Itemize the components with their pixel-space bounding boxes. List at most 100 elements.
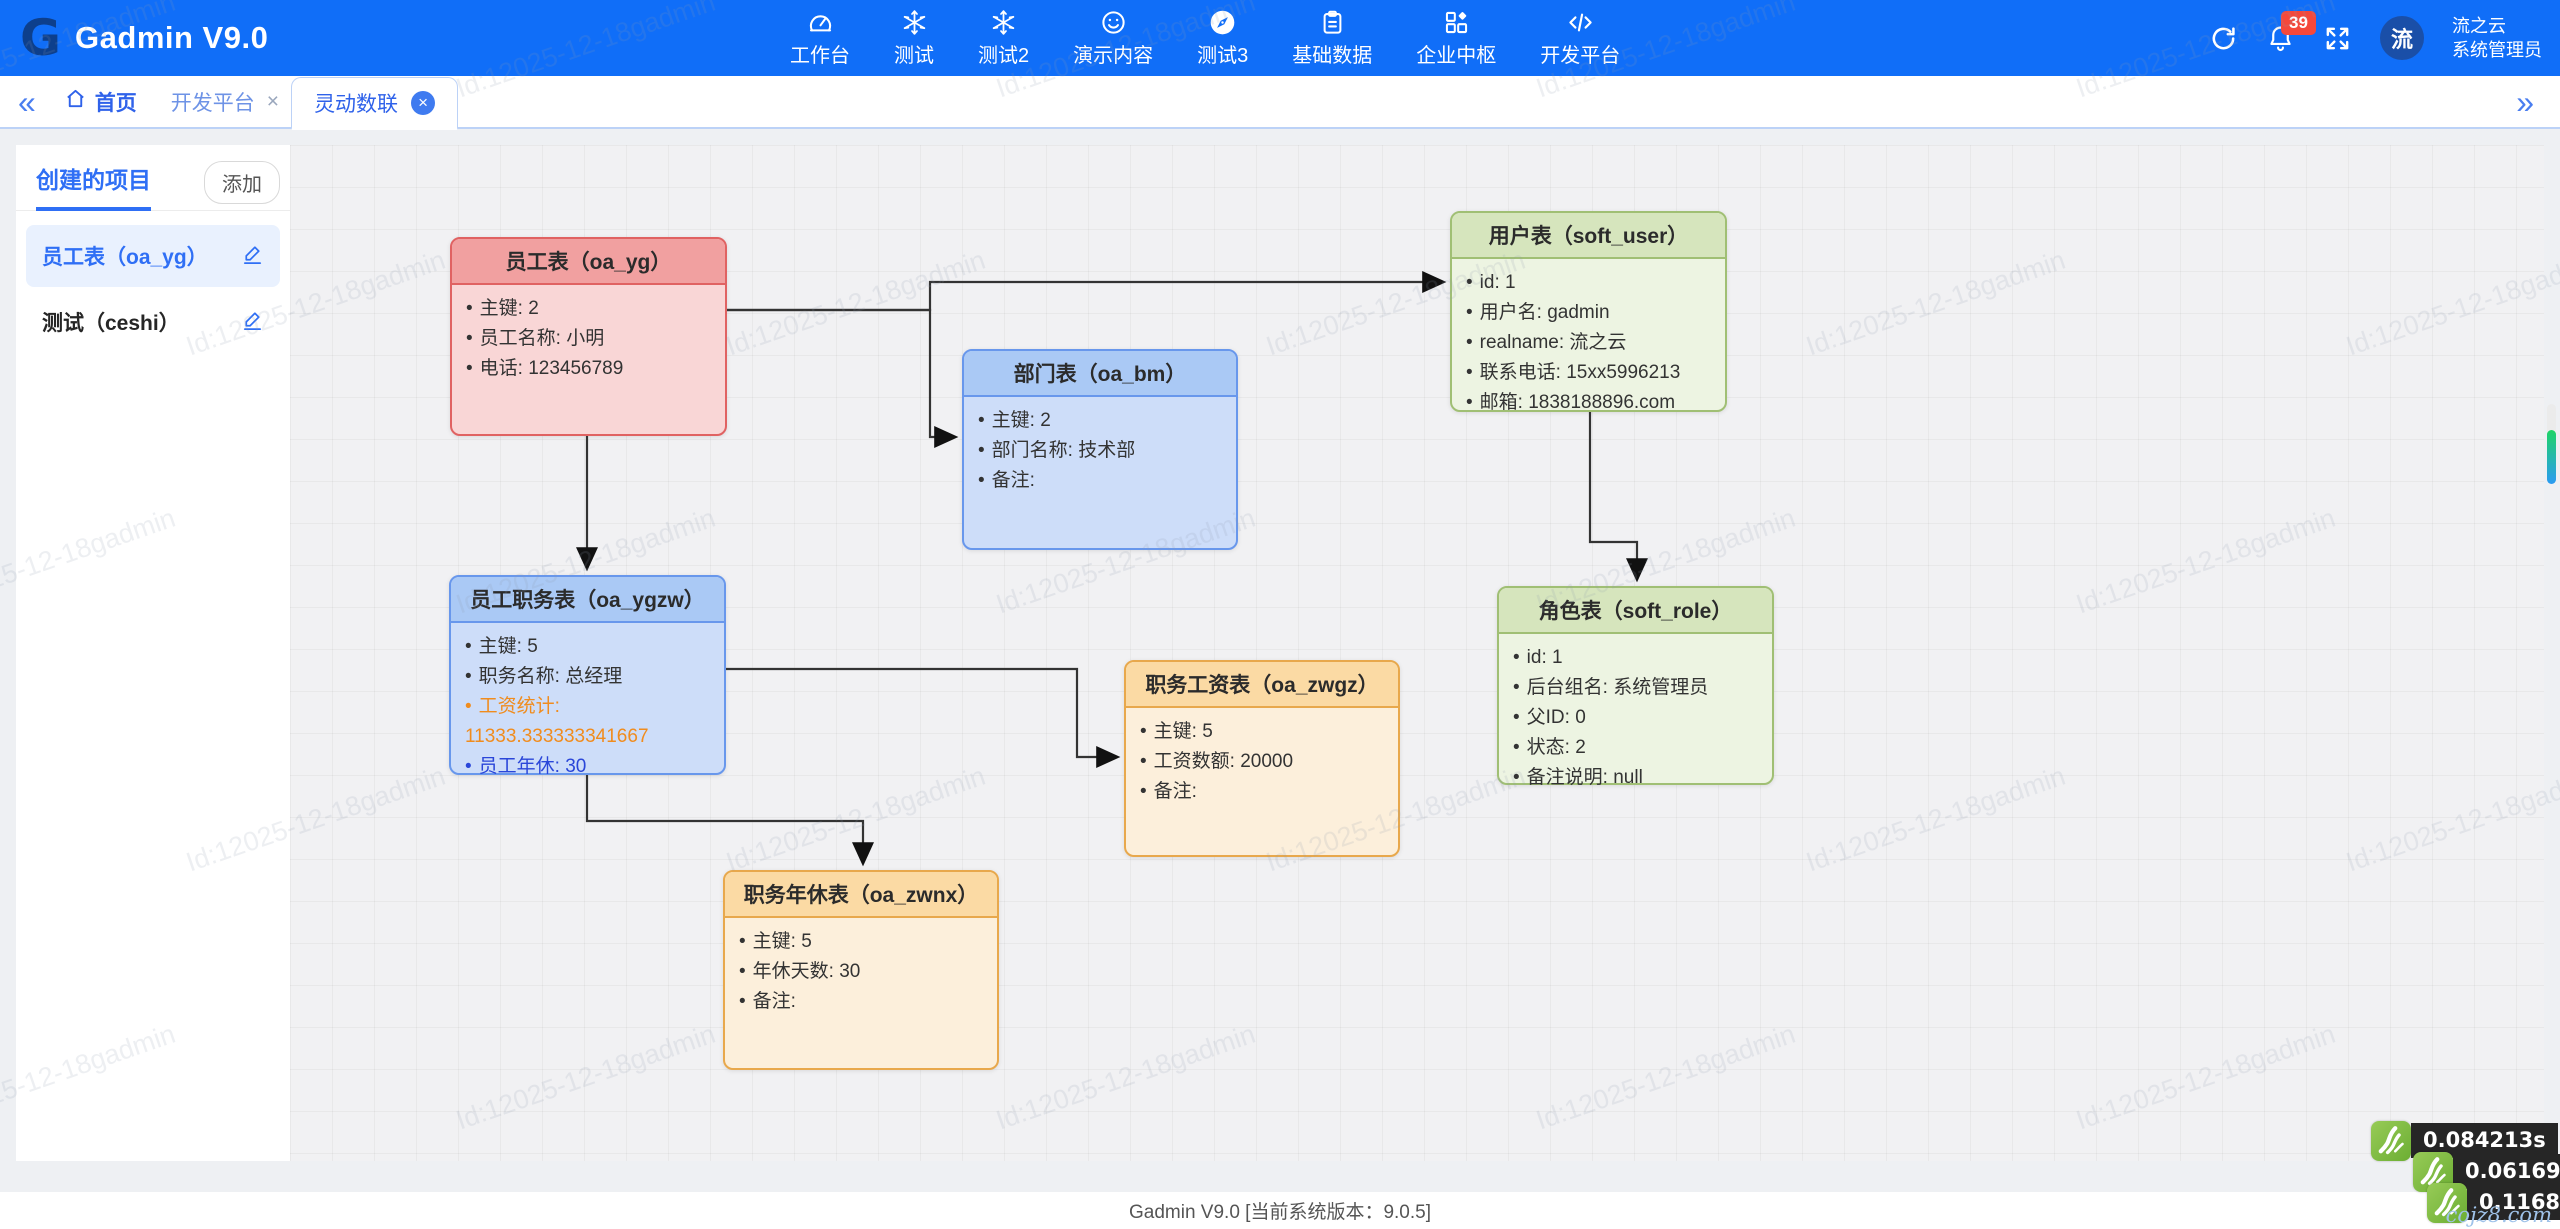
flame-icon: [2427, 1183, 2467, 1223]
entity-fields: •主键: 2•员工名称: 小明•电话: 123456789: [452, 285, 725, 393]
tab-home[interactable]: 首页: [64, 87, 137, 117]
entity-fields: •id: 1•后台组名: 系统管理员•父ID: 0•状态: 2•备注说明: nu…: [1499, 634, 1772, 802]
entity-field-row: •父ID: 0: [1513, 703, 1758, 733]
entity-field-row: •备注说明: null: [1513, 763, 1758, 793]
footer-version-text: Gadmin V9.0 [当前系统版本：9.0.5]: [1129, 1202, 1431, 1223]
nav-item-2[interactable]: 测试: [894, 0, 934, 76]
wire-oa_ygzw-to-oa_zwgz: [726, 667, 1121, 768]
bullet-icon: •: [466, 298, 473, 319]
entity-oa_ygzw[interactable]: 员工职务表（oa_ygzw）•主键: 5•职务名称: 总经理•工资统计:1133…: [449, 575, 726, 777]
nav-item-3[interactable]: 测试2: [978, 0, 1029, 76]
bullet-icon: •: [1466, 302, 1473, 323]
sidebar-title[interactable]: 创建的项目: [36, 161, 151, 211]
tab-close-icon[interactable]: ×: [266, 89, 280, 113]
entity-field-row: •主键: 5: [465, 632, 710, 662]
entity-field-row: •邮箱: 1838188896.com: [1466, 388, 1711, 418]
top-navbar: G Gadmin V9.0 工作台测试 测试2 演示内容 测试3 基础数据 企业中枢开发平…: [0, 0, 2560, 76]
snowflake-icon: [901, 9, 928, 36]
bullet-icon: •: [1140, 781, 1147, 802]
bullet-icon: •: [1140, 721, 1147, 742]
entity-field-text: 联系电话: 15xx5996213: [1479, 362, 1681, 383]
snowflake-icon: [990, 9, 1017, 36]
entity-field-text: 员工名称: 小明: [479, 328, 605, 349]
wire-oa_yg-to-oa_bm: [727, 308, 959, 448]
brand[interactable]: G Gadmin V9.0: [20, 0, 268, 76]
entity-field-text: 备注:: [752, 991, 796, 1012]
entity-field-row: •状态: 2: [1513, 733, 1758, 763]
nav-item-1[interactable]: 工作台: [790, 0, 850, 76]
bullet-icon: •: [465, 636, 472, 657]
entity-oa_bm[interactable]: 部门表（oa_bm）•主键: 2•部门名称: 技术部•备注:: [962, 349, 1238, 550]
entity-field-text: 主键: 5: [752, 931, 812, 952]
entity-fields: •id: 1•用户名: gadmin•realname: 流之云•联系电话: 1…: [1452, 259, 1725, 427]
vertical-scrollbar: [2547, 404, 2556, 484]
perf-time: 0.084213s: [2411, 1123, 2558, 1158]
entity-field-row: •主键: 2: [466, 294, 711, 324]
logo-icon: G: [20, 9, 62, 67]
entity-field-row: •后台组名: 系统管理员: [1513, 673, 1758, 703]
notification-badge: 39: [2281, 10, 2316, 35]
entity-soft_role[interactable]: 角色表（soft_role）•id: 1•后台组名: 系统管理员•父ID: 0•…: [1497, 586, 1774, 788]
user-info[interactable]: 流之云 系统管理员: [2452, 14, 2542, 63]
entity-title: 职务年休表（oa_zwnx）: [725, 872, 997, 918]
add-project-button[interactable]: 添加: [204, 161, 280, 204]
bullet-icon: •: [739, 991, 746, 1012]
entity-field-row: • 备注:: [739, 987, 983, 1017]
bullet-icon: •: [1513, 677, 1520, 698]
entity-field-text: 部门名称: 技术部: [991, 440, 1136, 461]
entity-fields: •主键: 2•部门名称: 技术部•备注:: [964, 397, 1236, 505]
dashboard-icon: [807, 9, 834, 36]
entity-title: 职务工资表（oa_zwgz）: [1126, 662, 1398, 708]
tab-label: 灵动数联: [314, 93, 399, 116]
nav-item-label: 基础数据: [1292, 44, 1373, 67]
nav-item-label: 演示内容: [1073, 44, 1154, 67]
edit-icon[interactable]: [241, 308, 264, 337]
nav-item-7[interactable]: 企业中枢: [1416, 0, 1496, 76]
edit-icon[interactable]: [241, 242, 264, 271]
sidebar-header: 创建的项目 添加: [16, 145, 290, 211]
entity-field-text: 职务名称: 总经理: [478, 666, 623, 687]
entity-field-text: id: 1: [1526, 647, 1563, 668]
tab-灵动数联[interactable]: 灵动数联 ×: [291, 77, 459, 130]
tab-close-icon[interactable]: ×: [411, 91, 436, 115]
navbar-actions: 39 流 流之云 系统管理员: [2209, 0, 2542, 76]
tab-home-label: 首页: [94, 91, 137, 115]
entity-oa_zwgz[interactable]: 职务工资表（oa_zwgz）•主键: 5•工资数额: 20000•备注:: [1124, 660, 1400, 857]
entity-oa_zwnx[interactable]: 职务年休表（oa_zwnx） • 主键: 5 •年休天数: 30 • 备注:: [723, 870, 999, 1070]
project-item[interactable]: 测试（ceshi）: [26, 291, 280, 353]
nav-item-4[interactable]: 演示内容: [1073, 0, 1153, 76]
project-item[interactable]: 员工表（oa_yg）: [26, 225, 280, 287]
bullet-icon: •: [1513, 707, 1520, 728]
refresh-button[interactable]: [2209, 24, 2238, 53]
bullet-icon: •: [739, 931, 746, 952]
expand-tabs-icon[interactable]: »: [2516, 83, 2534, 120]
scrollbar-thumb[interactable]: [2547, 430, 2556, 484]
nav-item-label: 测试: [894, 44, 934, 67]
flame-icon: [2371, 1121, 2411, 1161]
entity-oa_yg[interactable]: 员工表（oa_yg）•主键: 2•员工名称: 小明•电话: 123456789: [450, 237, 727, 436]
tab-开发平台[interactable]: 开发平台×: [171, 87, 279, 117]
nav-item-6[interactable]: 基础数据: [1292, 0, 1372, 76]
avatar[interactable]: 流: [2380, 16, 2424, 60]
collapse-tabs-icon[interactable]: «: [18, 83, 36, 120]
entity-field-row: •id: 1: [1466, 268, 1711, 298]
bullet-icon: •: [1466, 332, 1473, 353]
fullscreen-button[interactable]: [2323, 24, 2352, 53]
entity-soft_user[interactable]: 用户表（soft_user）•id: 1•用户名: gadmin•realnam…: [1450, 211, 1727, 413]
nav-item-8[interactable]: 开发平台: [1540, 0, 1620, 76]
entity-field-row: •年休天数: 30: [739, 957, 983, 987]
compass-icon: [1209, 9, 1236, 36]
entity-field-text: 备注:: [991, 470, 1035, 491]
clipboard-icon: [1319, 9, 1346, 36]
bullet-icon: •: [465, 696, 472, 717]
nav-item-5[interactable]: 测试3: [1197, 0, 1248, 76]
entity-fields: •主键: 5•职务名称: 总经理•工资统计:11333.333333341667…: [451, 623, 724, 791]
entity-field-row: •职务名称: 总经理: [465, 662, 710, 692]
notifications-button[interactable]: 39: [2266, 10, 2316, 53]
user-name: 流之云: [2452, 15, 2506, 36]
entity-field-row: •id: 1: [1513, 643, 1758, 673]
entity-title: 员工职务表（oa_ygzw）: [451, 577, 724, 623]
bullet-icon: •: [1140, 751, 1147, 772]
smiley-icon: [1100, 9, 1127, 36]
